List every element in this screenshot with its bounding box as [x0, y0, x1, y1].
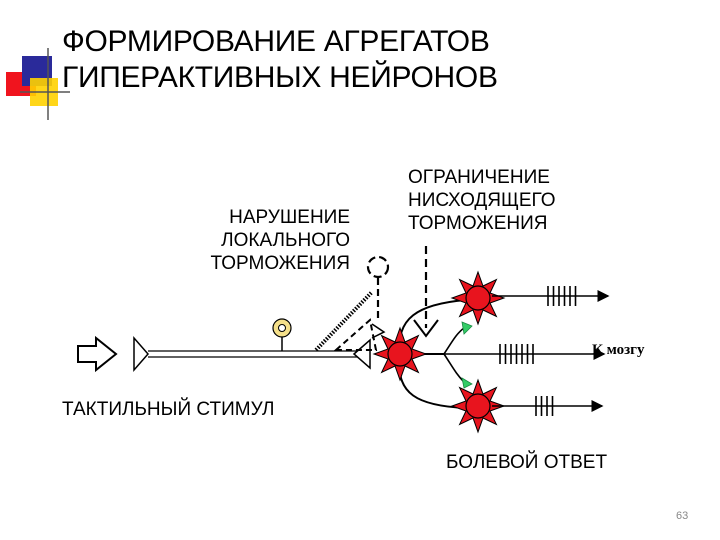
descending-inhibition-label: ОГРАНИЧЕНИЕ НИСХОДЯЩЕГО ТОРМОЖЕНИЯ — [408, 167, 556, 234]
inhibitory-fiber-hatched — [314, 290, 374, 352]
inhibitory-neuron-dashed — [366, 255, 390, 279]
neuron-top-soma — [465, 285, 491, 311]
interneuron-nucleus — [278, 324, 286, 332]
afferent-synapse-terminal — [352, 338, 371, 370]
stimulus-arrow-icon — [77, 335, 118, 373]
inhibitory-terminal — [371, 323, 386, 339]
neuron-bottom — [450, 378, 506, 434]
spike-train-bottom — [535, 396, 554, 416]
central-neuron-soma — [387, 341, 413, 367]
descending-terminal — [413, 319, 439, 338]
spike-train-top — [547, 286, 577, 306]
synapse-green-lower — [461, 377, 473, 389]
local-inhibition-label: НАРУШЕНИЕ ЛОКАЛЬНОГО ТОРМОЖЕНИЯ — [210, 207, 351, 274]
afferent-terminal-left — [133, 336, 149, 372]
tactile-stimulus-label: ТАКТИЛЬНЫЙ СТИМУЛ — [62, 399, 275, 420]
fork-upper — [443, 327, 465, 355]
pain-response-label: БОЛЕВОЙ ОТВЕТ — [446, 452, 608, 473]
neuron-top — [450, 270, 506, 326]
to-brain-label: К мозгу — [592, 342, 645, 358]
inhibitory-synapse-dashed — [333, 318, 378, 351]
neuron-bottom-soma — [465, 393, 491, 419]
synapse-green-upper — [461, 321, 473, 335]
spike-train-middle — [499, 344, 534, 364]
slide-title: ФОРМИРОВАНИЕ АГРЕГАТОВ ГИПЕРАКТИВНЫХ НЕЙ… — [62, 25, 498, 94]
central-neuron — [372, 326, 428, 382]
fork-lower — [443, 353, 465, 383]
page-number: 63 — [676, 510, 689, 522]
